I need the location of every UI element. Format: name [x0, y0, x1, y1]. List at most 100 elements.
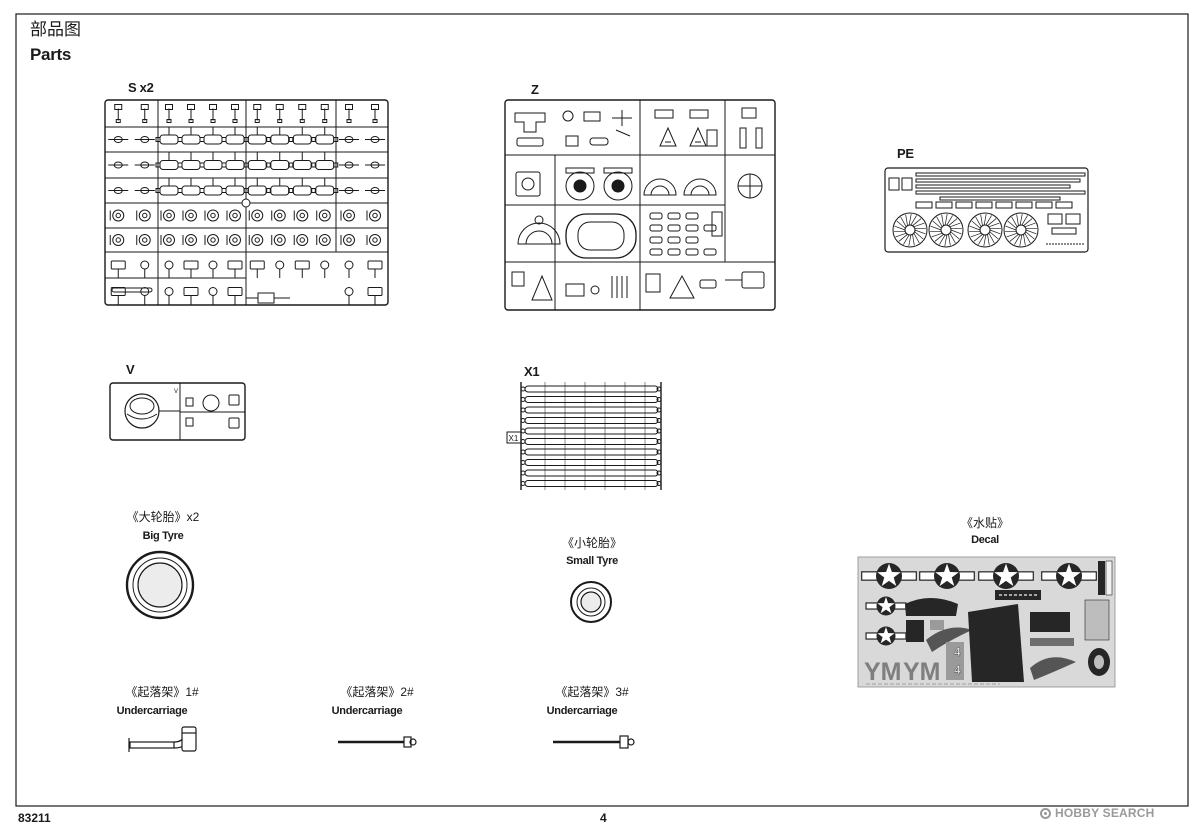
sprue-part	[311, 188, 317, 193]
fan-spoke	[950, 231, 960, 240]
pe-part	[995, 201, 1013, 209]
pe-strip	[915, 184, 1071, 189]
sprue-part	[247, 185, 267, 196]
sprue-part	[183, 260, 199, 270]
fan-ring	[967, 212, 1003, 248]
pe-part	[1055, 201, 1073, 209]
sprue-part	[525, 230, 553, 245]
sprue-part	[203, 185, 223, 196]
fan-spoke	[936, 216, 943, 227]
sprue-part	[270, 185, 290, 196]
sprue-part	[138, 234, 151, 246]
sprue-part	[343, 209, 355, 222]
pe-fret-frame	[884, 167, 1089, 253]
radiator-nub	[520, 407, 526, 413]
pe-part	[1035, 201, 1053, 209]
decal-shape	[1030, 612, 1070, 632]
undercarriage-collar	[403, 736, 412, 748]
sprue-part	[229, 234, 241, 246]
fan-spoke	[987, 218, 997, 226]
decal-insignia-star	[877, 627, 895, 644]
sprue-part	[188, 212, 194, 219]
sprue-hub	[241, 198, 251, 208]
sprue-part	[343, 234, 355, 246]
sprue-part	[292, 185, 312, 196]
sprue-part	[322, 237, 328, 243]
sprue-part	[199, 137, 205, 142]
fan-spoke	[988, 222, 1000, 228]
sprue-part	[299, 119, 305, 123]
sprue-part	[315, 185, 335, 196]
fan-spoke	[900, 216, 907, 227]
sprue-part	[163, 234, 175, 246]
big-tyre-label: Big Tyre	[142, 530, 184, 542]
sprue-part	[243, 188, 249, 193]
sprue-part	[142, 212, 148, 219]
sprue-part	[296, 209, 309, 222]
sprue-part	[185, 234, 197, 246]
sprue-part	[685, 236, 699, 244]
sprue-part	[367, 287, 383, 296]
sprue-part	[685, 224, 699, 232]
radiator-nub	[656, 418, 662, 423]
sprue-part	[739, 127, 747, 149]
radiator-nub	[520, 386, 526, 392]
sprue-part	[689, 109, 709, 119]
sprue-part	[590, 285, 600, 295]
fan-spoke	[895, 232, 907, 238]
sprue-part	[346, 237, 352, 243]
small-part	[185, 397, 194, 407]
fan-ring	[1003, 212, 1039, 248]
sprue-part	[207, 209, 219, 222]
pe-part	[915, 201, 933, 209]
sprue-part	[210, 212, 216, 219]
pe-strip	[915, 178, 1081, 183]
sprue-part	[177, 162, 183, 168]
fan-spoke	[970, 232, 982, 238]
sprue-part	[333, 137, 339, 142]
radiator-nub	[520, 397, 526, 402]
sprue-part	[667, 248, 681, 256]
sprue-part	[565, 135, 579, 147]
small-tyre-label-chinese: 《小轮胎》	[561, 536, 622, 550]
decal-shape	[1105, 560, 1113, 596]
round-part	[202, 394, 220, 412]
sprue-part	[603, 167, 633, 174]
sprue-part	[667, 236, 681, 244]
pe-strip	[915, 190, 1086, 195]
fan-spoke	[949, 233, 956, 244]
sprue-part	[583, 111, 601, 122]
fan-spoke	[980, 214, 983, 226]
sprue-x1-label: X1	[524, 364, 540, 379]
radiator-nub	[656, 397, 662, 402]
decal-shape	[1094, 655, 1104, 669]
fan-spoke	[908, 213, 912, 226]
pe-part	[888, 177, 900, 191]
page-heading-chinese: 部品图	[30, 20, 81, 39]
radiator-tubes	[520, 382, 662, 490]
decal-insignia-star	[877, 563, 901, 586]
fan-spoke	[969, 225, 981, 231]
fan-spoke	[987, 234, 990, 246]
sprue-s-runners	[105, 100, 388, 305]
sprue-part	[516, 137, 544, 147]
radiator-nub	[656, 481, 662, 486]
sprue-part	[659, 126, 677, 147]
sprue-part	[181, 160, 201, 170]
sprue-v: V	[109, 382, 246, 441]
sprue-part	[344, 287, 354, 296]
sprue-part	[565, 167, 595, 174]
hobby-search-logo-icon	[1040, 807, 1051, 819]
fan-spoke	[1009, 234, 1019, 242]
sprue-part	[703, 248, 717, 256]
sprue-part	[333, 188, 339, 193]
page-border	[15, 13, 1189, 807]
canopy-part-detail	[129, 397, 155, 415]
undercarriage-rod	[129, 741, 175, 749]
fan-spoke	[930, 225, 942, 231]
undercarriage-3-label: Undercarriage	[546, 705, 618, 717]
pe-part	[901, 177, 913, 191]
fan-spoke	[903, 234, 910, 245]
sprue-pe-label: PE	[897, 146, 914, 161]
fan-spoke	[989, 231, 999, 240]
